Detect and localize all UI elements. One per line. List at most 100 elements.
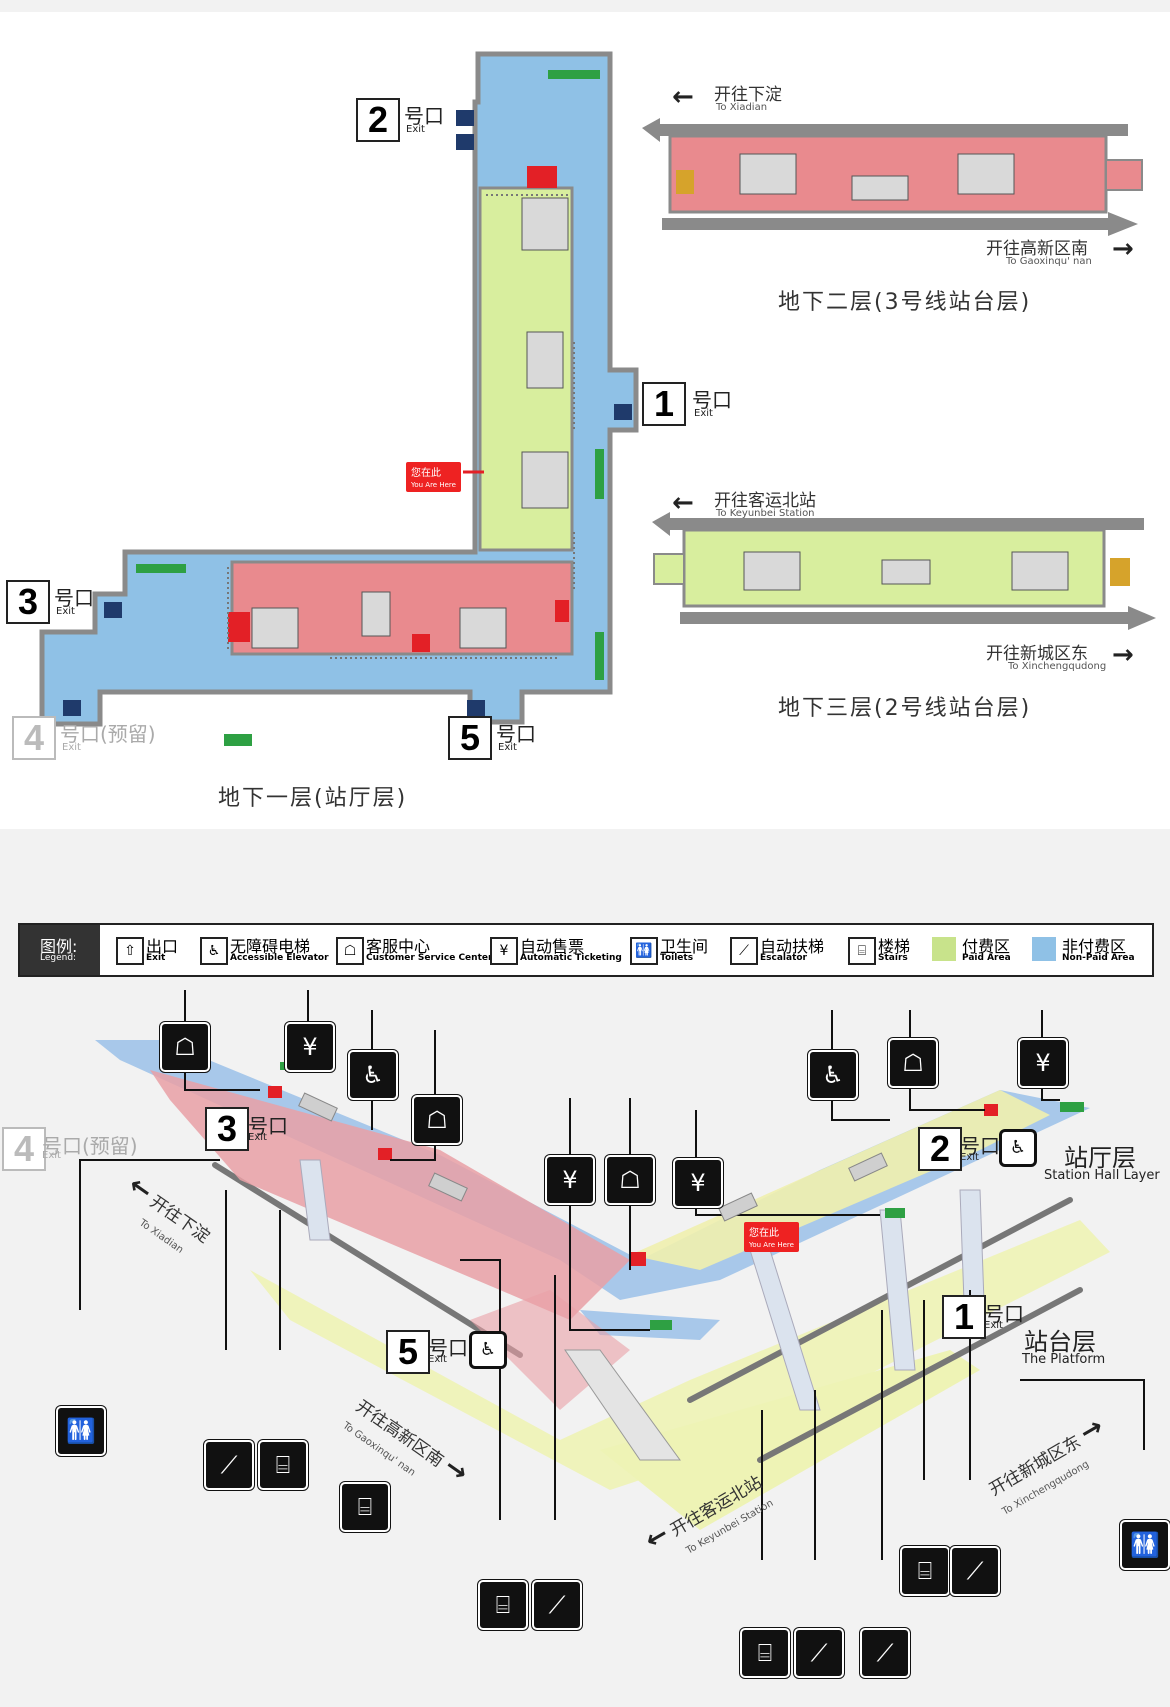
b3-stairs-end xyxy=(653,553,685,585)
elevator-icon: ♿ xyxy=(348,1050,398,1100)
b2-utility-block xyxy=(676,170,694,194)
stairs-icon: ⌸ xyxy=(900,1546,950,1596)
ticketing-icon: ¥ xyxy=(673,1158,723,1208)
legend-title: 图例: Legend: xyxy=(20,925,100,975)
ticketing-icon: ¥ xyxy=(490,937,518,965)
escalator-icon: ⟋ xyxy=(950,1546,1000,1596)
iso-exit-5-en: Exit xyxy=(428,1354,447,1365)
exit-1-number: 1 xyxy=(642,382,686,426)
iso-exit-5-label: 号口 xyxy=(428,1336,468,1360)
iso-exit-2-number: 2 xyxy=(918,1127,962,1171)
toilet-icon: 🚻 xyxy=(56,1406,106,1456)
elevator-icon: ♿ xyxy=(200,937,228,965)
iso-exit-1-number: 1 xyxy=(942,1295,986,1339)
iso-exit-4-label: 号口(预留) xyxy=(42,1134,138,1158)
exit-5-en: Exit xyxy=(498,742,517,753)
exit-icon-tiles xyxy=(63,110,632,716)
hall-paid-pink xyxy=(150,1070,630,1320)
iso-exit-1-en: Exit xyxy=(984,1320,1003,1331)
escalator-icon: ⟋ xyxy=(204,1440,254,1490)
b1-concourse-plan xyxy=(39,51,639,746)
exit-2-en: Exit xyxy=(406,124,425,135)
iso-exit-1-label: 号口 xyxy=(984,1302,1024,1326)
iso-exit-2-en: Exit xyxy=(960,1152,979,1163)
escalator-icon: ⟋ xyxy=(794,1628,844,1678)
b3-platform-plan xyxy=(652,512,1156,630)
accessible-elevator-icon: ♿ xyxy=(470,1332,506,1368)
b3-dir-left-cn: 开往客运北站 xyxy=(714,491,816,511)
exit-3-en: Exit xyxy=(56,606,75,617)
columns xyxy=(299,1159,986,1411)
hall-escalators xyxy=(298,1092,888,1222)
b2-platform-plan xyxy=(642,118,1143,236)
exit-4-number: 4 xyxy=(12,716,56,760)
platform-layer-cn: 站台层 xyxy=(1024,1328,1096,1356)
customer-service-icon: ☖ xyxy=(336,937,364,965)
track-right-arrow xyxy=(680,606,1156,630)
b1-floor-title: 地下一层(站厅层) xyxy=(218,786,408,811)
escalator-icon: ⟋ xyxy=(730,937,758,965)
escalator-bank xyxy=(251,197,569,649)
arrow-left-icon: ← xyxy=(672,488,694,518)
iso-exit-2-label: 号口 xyxy=(960,1134,1000,1158)
stairs-icon: ⌸ xyxy=(340,1482,390,1532)
exit-1-en: Exit xyxy=(694,408,713,419)
ticketing-icon: ¥ xyxy=(1018,1038,1068,1088)
escalator-icon: ⟋ xyxy=(532,1580,582,1630)
exit-icon: ⇧ xyxy=(116,937,144,965)
b2-dir-left-cn: 开往下淀 xyxy=(714,85,782,105)
iso-exit-4-number: 4 xyxy=(2,1127,46,1171)
b3-dir-right-cn: 开往新城区东 xyxy=(986,644,1088,664)
control-block xyxy=(527,166,557,188)
track-right-arrow xyxy=(662,212,1138,236)
exit-1-label: 号口 xyxy=(692,388,732,412)
fare-gates xyxy=(227,194,575,659)
customer-service-icon: ☖ xyxy=(160,1022,210,1072)
toilet-icon: 🚻 xyxy=(630,937,658,965)
customer-service-icon: ☖ xyxy=(605,1155,655,1205)
customer-service-icon: ☖ xyxy=(412,1095,462,1145)
b2-dir-right-cn: 开往高新区南 xyxy=(986,239,1088,259)
accessible-elevator-icon: ♿ xyxy=(1000,1130,1036,1166)
exit-5-number: 5 xyxy=(448,716,492,760)
b3-escalators xyxy=(743,551,1069,591)
b3-floor-title: 地下三层(2号线站台层) xyxy=(778,696,1032,721)
b2-dir-left-en: To Xiadian xyxy=(716,102,768,113)
customer-service-icon: ☖ xyxy=(888,1038,938,1088)
iso-exit-3-label: 号口 xyxy=(248,1114,288,1138)
leader-lines xyxy=(79,990,1145,1560)
arrow-right-icon: → xyxy=(1112,234,1134,264)
arrow-right-icon: → xyxy=(1112,640,1134,670)
stairway xyxy=(564,1349,681,1461)
exit-3-label: 号口 xyxy=(54,586,94,610)
hall-layer-en: Station Hall Layer xyxy=(1044,1168,1160,1183)
b2-platform-area xyxy=(668,134,1108,214)
b2-escalators xyxy=(739,153,1015,201)
control-block xyxy=(412,634,430,652)
reserved-exit-mark xyxy=(224,734,252,746)
b2-dir-right-en: To Gaoxinqu' nan xyxy=(1006,256,1092,267)
legend-bar: 图例: Legend: ⇧ 出口 Exit ♿ 无障碍电梯 Accessible… xyxy=(18,923,1154,977)
b2-floor-title: 地下二层(3号线站台层) xyxy=(778,290,1032,315)
arrow-left-icon: ← xyxy=(672,82,694,112)
stairs-icon: ⌸ xyxy=(848,937,876,965)
hall-layer-cn: 站厅层 xyxy=(1064,1144,1136,1172)
b3-dir-left-en: To Keyunbei Station xyxy=(716,508,815,519)
ticketing-icon: ¥ xyxy=(545,1155,595,1205)
control-block xyxy=(228,612,250,642)
platform-layer-en: The Platform xyxy=(1022,1352,1106,1367)
stairs-icon: ⌸ xyxy=(478,1580,528,1630)
exit-4-en: Exit xyxy=(62,742,81,753)
paid-swatch xyxy=(932,937,956,961)
iso-exit-5-number: 5 xyxy=(386,1330,430,1374)
stairs-icon: ⌸ xyxy=(258,1440,308,1490)
iso-exit-4-en: Exit xyxy=(42,1150,61,1161)
iso-exit-3-en: Exit xyxy=(248,1132,267,1143)
nonpaid-swatch xyxy=(1032,937,1056,961)
escalator-icon: ⟋ xyxy=(860,1628,910,1678)
exit-3-number: 3 xyxy=(6,580,50,624)
exit-2-label: 号口 xyxy=(404,104,444,128)
